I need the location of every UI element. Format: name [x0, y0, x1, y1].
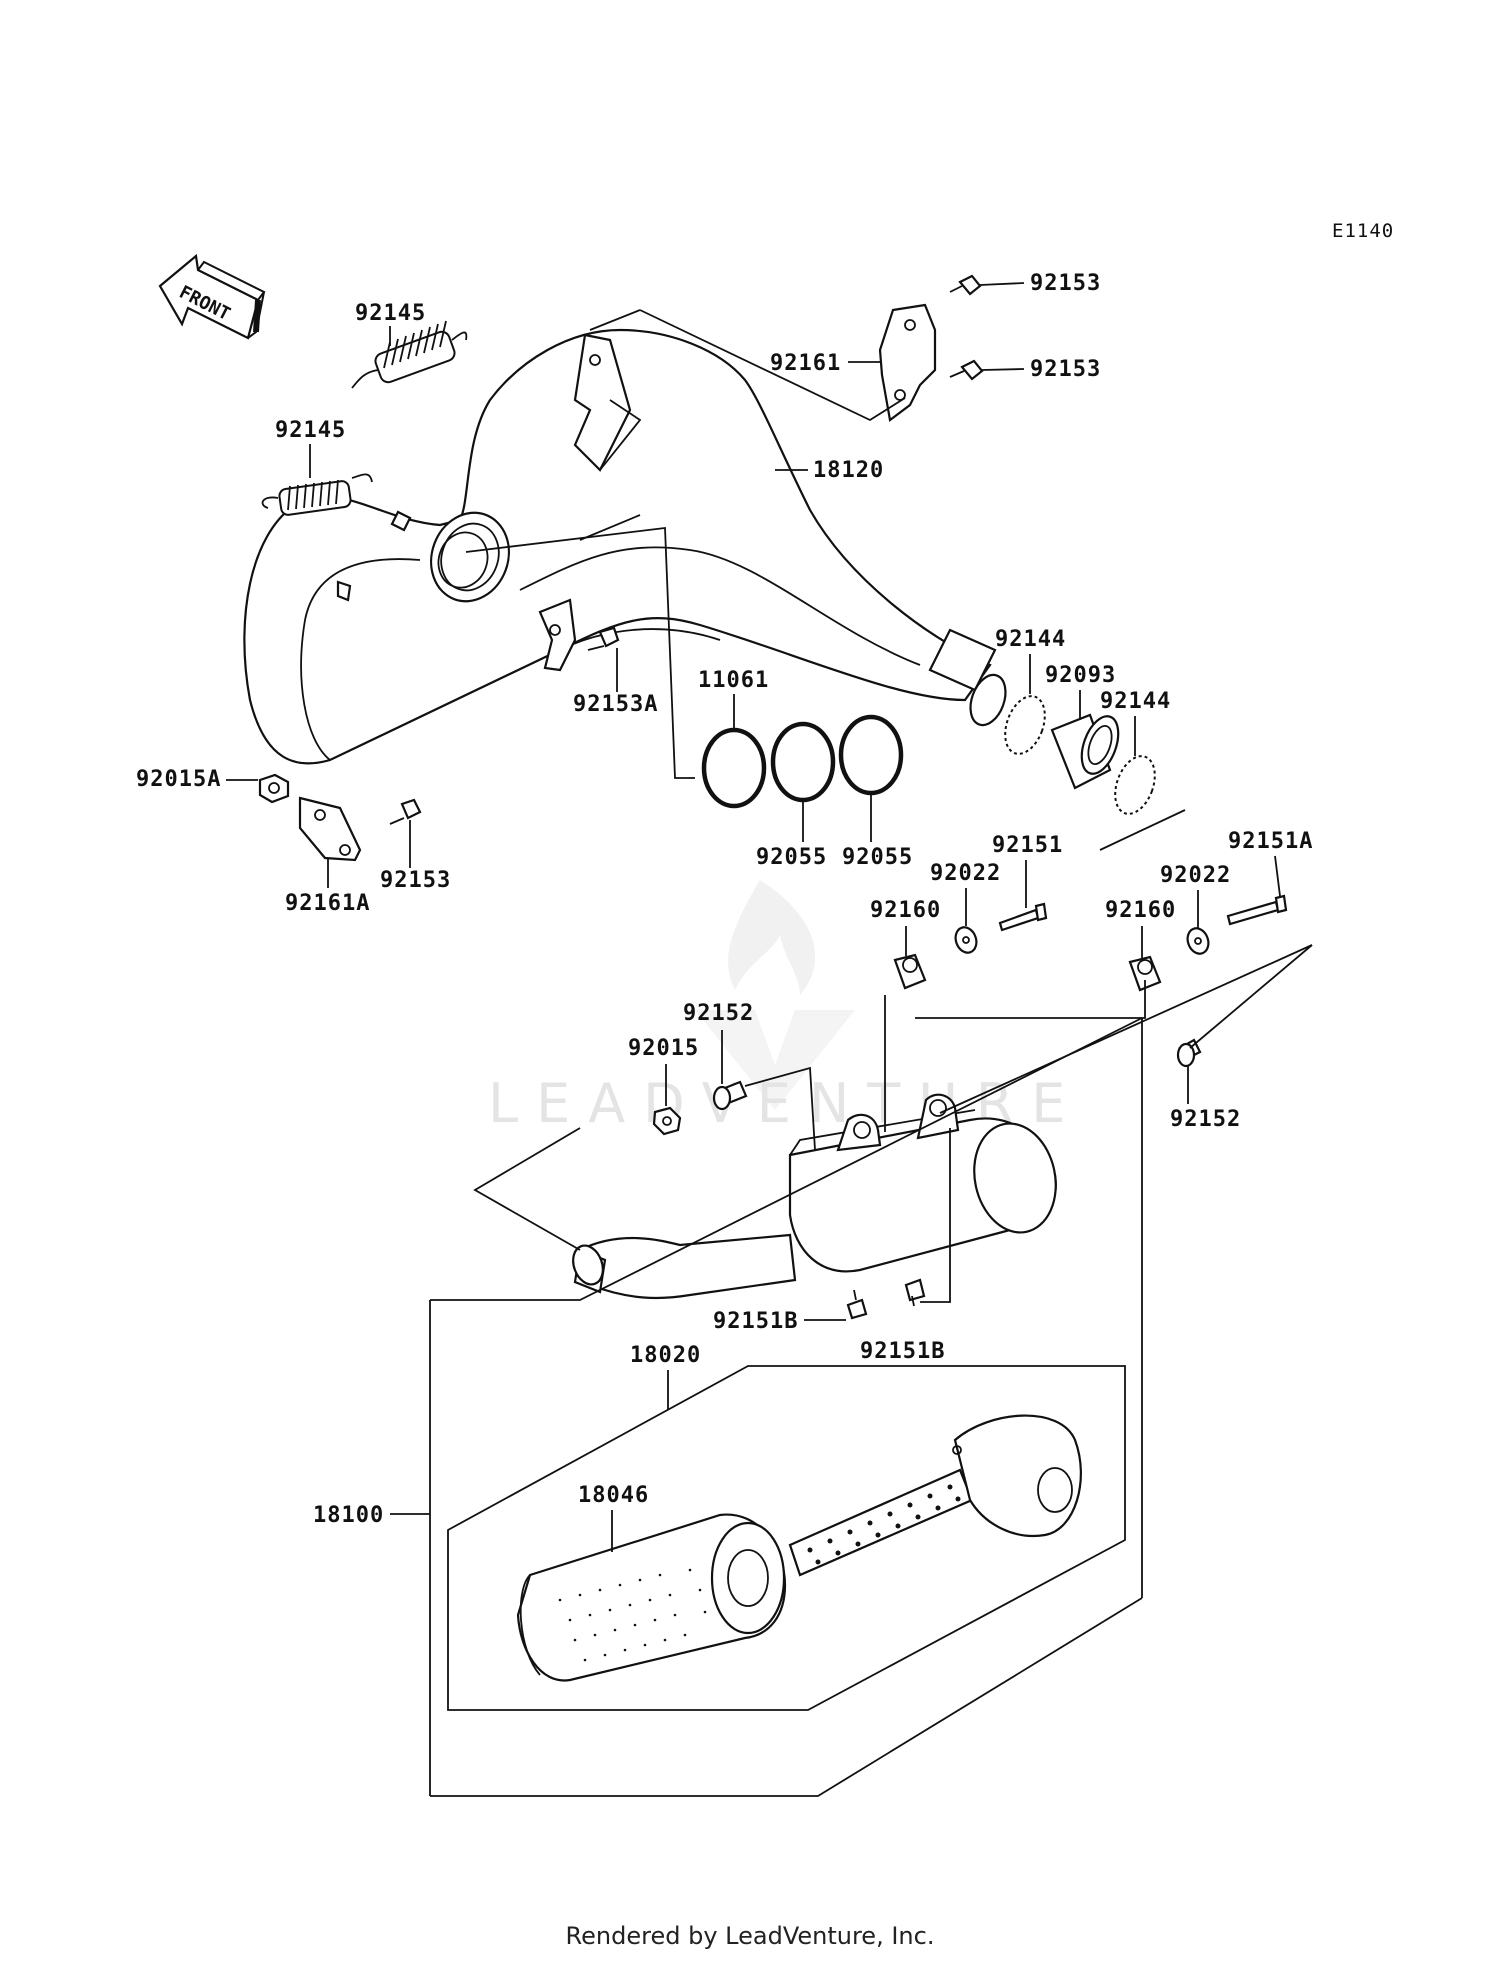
callout-labels: 92145 92145 92153 92153 92161 18120 9215…: [136, 271, 1313, 1552]
bolt-92151B-b: [904, 1278, 926, 1307]
callout-92015A: 92015A: [136, 767, 221, 792]
washer-92022-b: [1186, 927, 1210, 955]
callout-11061: 11061: [698, 668, 769, 693]
grommet-92160-b: [1128, 955, 1162, 992]
washer-92022-a: [954, 926, 978, 954]
grommet-92160-a: [893, 953, 927, 990]
callout-18046: 18046: [578, 1483, 649, 1508]
callout-18020: 18020: [630, 1343, 701, 1368]
callout-92153A: 92153A: [573, 692, 658, 717]
bracket-92161: [878, 303, 937, 422]
watermark-logo: [695, 880, 855, 1110]
gasket-92055-a: [770, 721, 836, 803]
callout-92145-upper: 92145: [355, 301, 426, 326]
bolt-92153A: [587, 626, 620, 651]
bracket-92161A: [298, 796, 362, 862]
muffler-18100: [572, 1093, 1057, 1300]
spring-92145-lower: [261, 473, 373, 516]
nut-92015: [652, 1106, 682, 1136]
callout-92151A: 92151A: [1228, 829, 1313, 854]
bolt-92153-middle: [949, 359, 984, 381]
callout-92153-lower: 92153: [380, 868, 451, 893]
silencer-box-18020: [447, 1365, 1126, 1711]
exhaust-pipe-18120: [243, 328, 1007, 765]
spring-clip-92144-b: [1114, 755, 1156, 815]
joint-92093: [1050, 713, 1120, 790]
bolt-92153-lower: [389, 798, 422, 825]
callout-92022-a: 92022: [930, 861, 1001, 886]
upper-leader-lines: [465, 309, 1186, 851]
callout-18100: 18100: [313, 1503, 384, 1528]
callout-92160-a: 92160: [870, 898, 941, 923]
callout-92015: 92015: [628, 1036, 699, 1061]
diagram-code: E1140: [1332, 220, 1394, 242]
end-cap: [952, 1414, 1082, 1538]
callout-92161: 92161: [770, 351, 841, 376]
gasket-92055-b: [838, 714, 904, 796]
callout-92152-a: 92152: [683, 1001, 754, 1026]
callout-92151: 92151: [992, 833, 1063, 858]
callout-92145-lower: 92145: [275, 418, 346, 443]
silencer-core-pipe: [788, 1468, 974, 1577]
callout-92151B-a: 92151B: [713, 1309, 798, 1334]
bolt-92151B-a: [846, 1289, 868, 1320]
gasket-11061: [701, 727, 767, 809]
callout-18120: 18120: [813, 458, 884, 483]
callout-92161A: 92161A: [285, 891, 370, 916]
callout-92153-upper: 92153: [1030, 271, 1101, 296]
callout-92055-b: 92055: [842, 845, 913, 870]
footer-credit: Rendered by LeadVenture, Inc.: [565, 1922, 935, 1950]
spring-92145-upper: [351, 320, 468, 389]
bolt-92151: [998, 902, 1048, 932]
collar-92152-b: [1176, 1038, 1202, 1068]
bolt-92153-upper: [949, 274, 982, 296]
spring-clip-92144-a: [1004, 695, 1046, 755]
bolt-92151A: [1226, 894, 1288, 926]
callout-92153-middle: 92153: [1030, 357, 1101, 382]
collar-92152-a: [712, 1080, 748, 1111]
callout-92160-b: 92160: [1105, 898, 1176, 923]
packing-18046: [516, 1513, 787, 1682]
nut-92015A: [258, 773, 290, 804]
callout-92144-b: 92144: [1100, 689, 1171, 714]
callout-92055-a: 92055: [756, 845, 827, 870]
callout-92093: 92093: [1045, 663, 1116, 688]
front-arrow-icon: FRONT: [158, 253, 266, 340]
callout-92144-a: 92144: [995, 627, 1066, 652]
muffler-leader-lines: [429, 944, 1313, 1797]
callout-92152-b: 92152: [1170, 1107, 1241, 1132]
callout-92151B-b: 92151B: [860, 1339, 945, 1364]
callout-92022-b: 92022: [1160, 863, 1231, 888]
